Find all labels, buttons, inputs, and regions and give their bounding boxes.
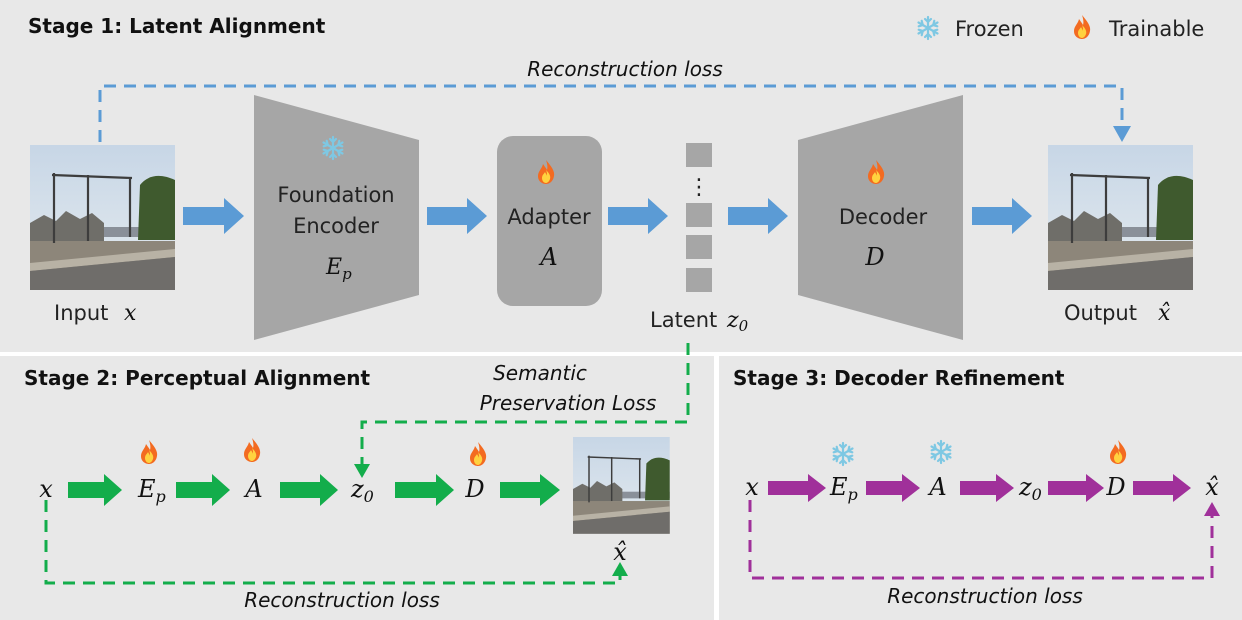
semantic-loss-line1: Semantic [493,361,587,385]
stage1-loss-path [98,84,1124,142]
stage2-arrow-3 [280,474,338,506]
output-symbol: x̂ [1158,301,1171,326]
stage3-arrow-4 [1048,474,1104,502]
stage1-title: Stage 1: Latent Alignment [28,14,326,38]
stage3-ep: Ep [829,473,858,504]
stage3-d: D [1105,473,1125,501]
stage3-arrow-1 [768,474,826,502]
latent-square-4 [686,268,712,292]
adapter-block [497,136,602,306]
latent-dots: ⋮ [688,175,710,200]
semantic-loss-line2: Preservation Loss [480,391,657,415]
semantic-loss-path [360,343,690,465]
stage2-arrow-4 [395,474,454,506]
legend-trainable-label: Trainable [1108,17,1204,41]
stage2-a: A [243,475,262,503]
encoder-label-line2: Encoder [293,214,379,238]
stage1-arrow-2 [427,198,487,234]
stage2-d: D [464,475,484,503]
stage3-loss-path [748,500,1214,580]
stage2-arrow-2 [176,474,230,506]
stage1-arrow-3 [608,198,668,234]
encoder-label-line1: Foundation [277,183,394,207]
latent-square-2 [686,203,712,227]
stage2-arrow-5 [500,474,560,506]
latent-square-1 [686,143,712,167]
stage2-xhat: x̂ [613,538,627,566]
latent-symbol: z0 [726,308,749,335]
stage2-x: x [39,475,53,503]
input-symbol: x [124,301,137,326]
stage2-arrow-1 [68,474,122,506]
stage1-arrow-1 [183,198,244,234]
semantic-loss-arrowhead [354,464,370,478]
stage3-loss-label: Reconstruction loss [887,584,1083,608]
latent-square-3 [686,235,712,259]
stage2-loss-label: Reconstruction loss [244,588,440,612]
adapter-symbol: A [538,243,557,271]
stage2-z: z0 [350,475,374,506]
stage2-output-image [572,436,671,535]
decoder-label: Decoder [839,205,928,229]
encoder-symbol: Ep [325,255,352,283]
stage1-panel [0,0,1242,352]
stage3-arrow-2 [866,474,920,502]
stage3-arrow-3 [960,474,1014,502]
stage1-arrow-5 [972,198,1032,234]
foundation-encoder-block [254,95,419,340]
stage3-x: x [745,473,759,501]
stage2-title: Stage 2: Perceptual Alignment [24,366,371,390]
stage1-arrow-4 [728,198,788,234]
stage1-loss-arrowhead [1113,126,1131,142]
adapter-label: Adapter [507,205,591,229]
input-image [28,143,177,292]
stage2-ep: Ep [137,475,166,506]
input-label: Input [54,301,108,325]
stage3-z: z0 [1018,473,1042,504]
decoder-block [798,95,963,340]
stage3-loss-arrowhead [1204,502,1220,516]
stage3-xhat: x̂ [1205,473,1219,501]
stage1-loss-label: Reconstruction loss [527,57,723,81]
stage2-loss-arrowhead [612,562,628,576]
latent-label: Latent [650,308,717,332]
legend-frozen-label: Frozen [955,17,1024,41]
output-image [1046,143,1195,292]
stage2-loss-path [44,500,622,585]
output-label: Output [1064,301,1137,325]
decoder-symbol: D [864,243,884,271]
stage3-title: Stage 3: Decoder Refinement [733,366,1065,390]
stage3-arrow-5 [1133,474,1191,502]
stage3-a: A [927,473,946,501]
